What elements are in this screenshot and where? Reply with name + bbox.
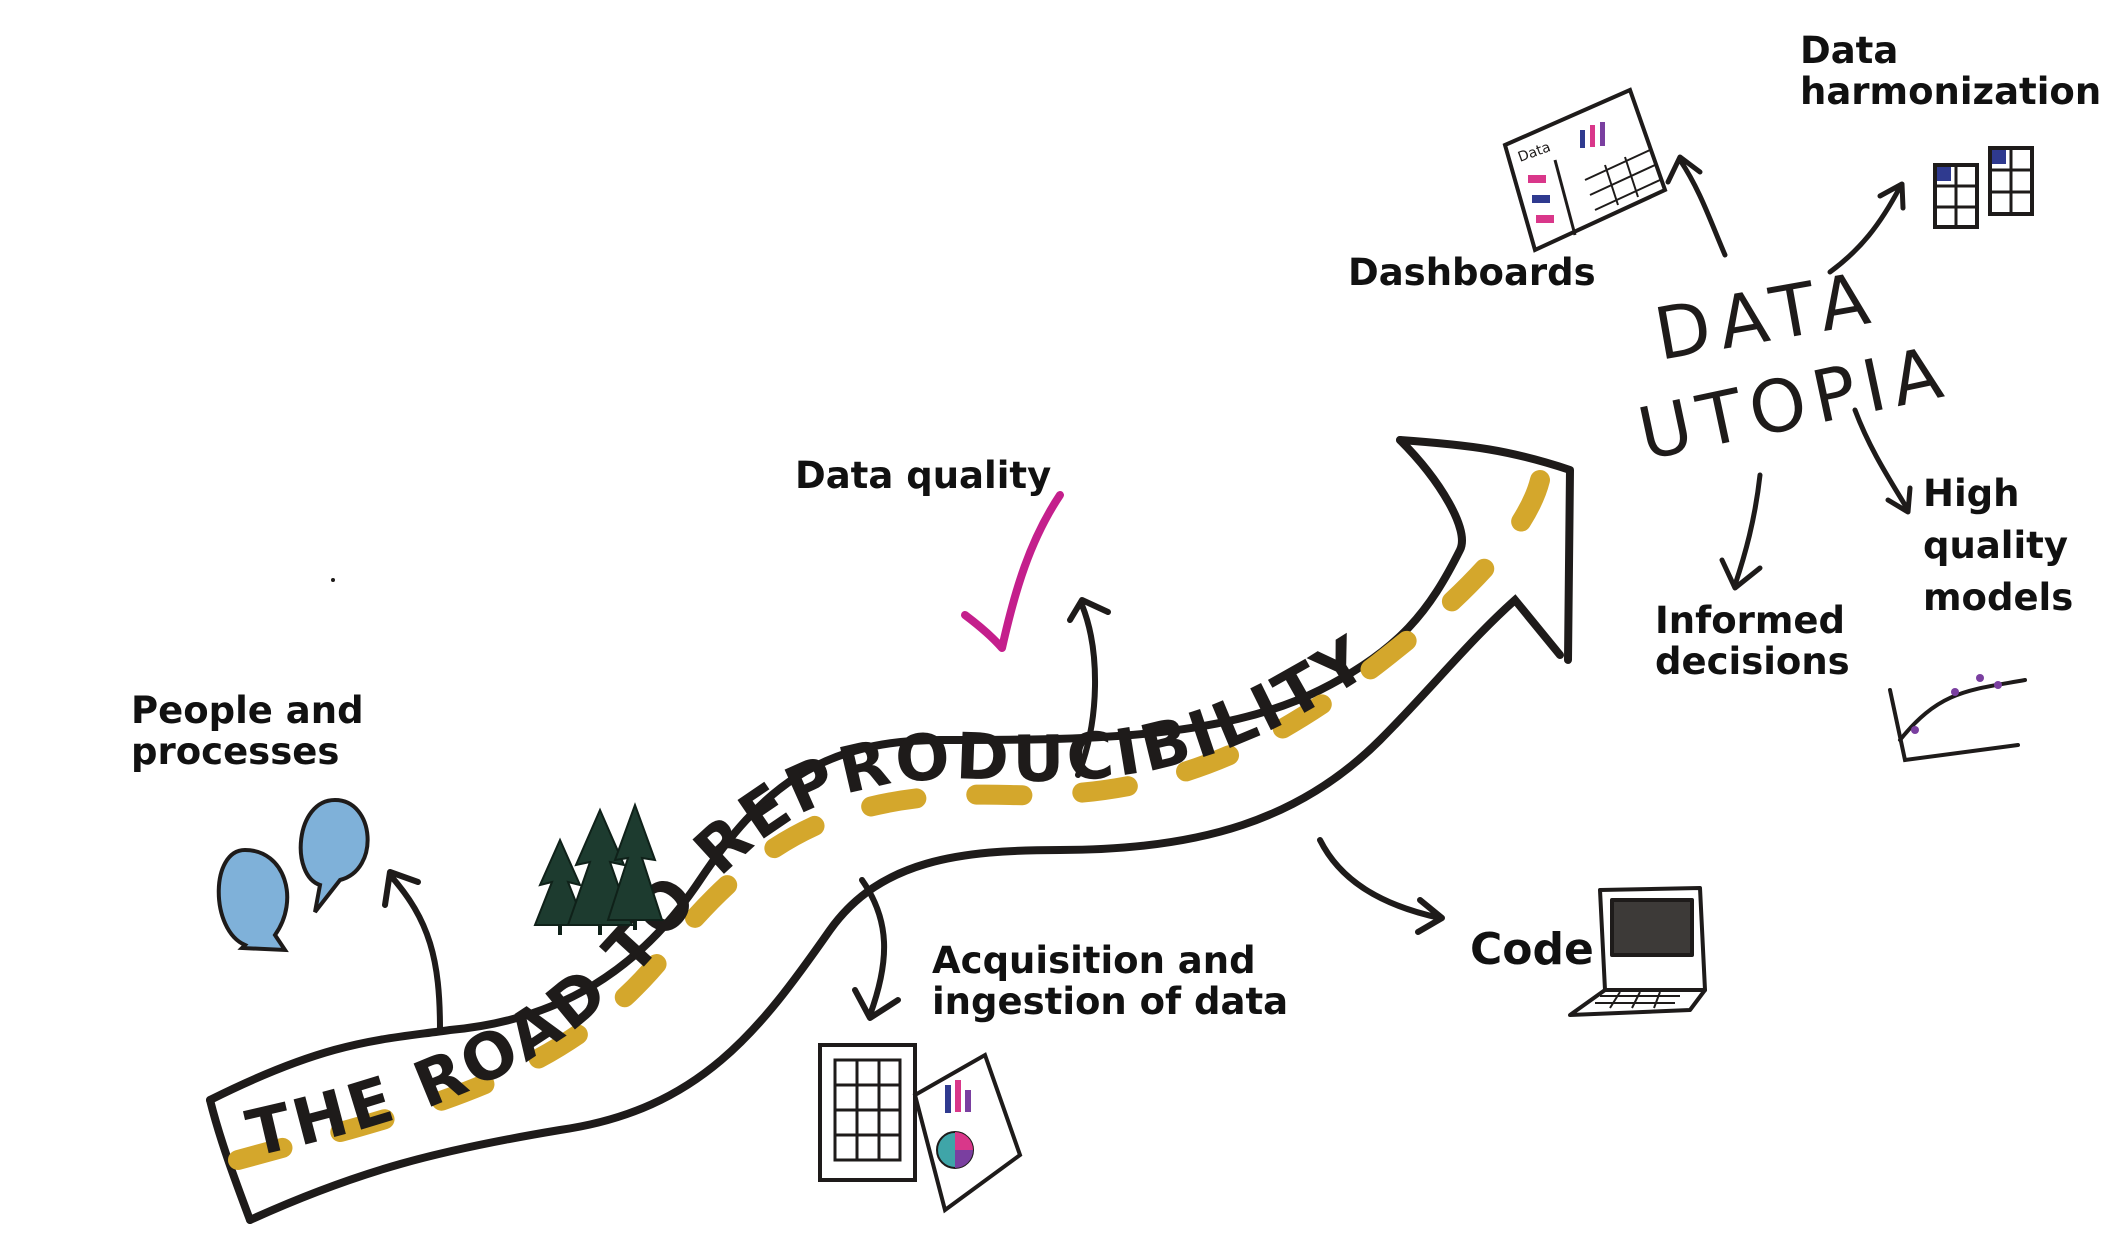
- label-harmonization: Data harmonization: [1800, 30, 2101, 113]
- label-high-quality-models: High quality models: [1923, 468, 2073, 623]
- report-icon: [912, 1052, 1023, 1214]
- dashboard-icon: Data: [1502, 87, 1668, 253]
- label-acquisition-line2: ingestion of data: [932, 980, 1289, 1024]
- arrow-to-decisions: [1719, 472, 1763, 591]
- road-arrowhead: [1396, 436, 1574, 664]
- label-harmonization-line1: Data: [1800, 29, 1899, 72]
- label-decisions-line2: decisions: [1655, 640, 1850, 684]
- label-acquisition: Acquisition and ingestion of data: [932, 940, 1288, 1023]
- road-ribbon: [206, 436, 1574, 1224]
- label-people-line2: processes: [131, 730, 340, 774]
- road-fill: [210, 440, 1560, 1220]
- label-models-line2: quality: [1923, 523, 2068, 567]
- grid-icon: [1933, 146, 2034, 229]
- arrow-to-people: [382, 869, 443, 1033]
- speech-bubbles-icon: [216, 797, 370, 953]
- arrow-to-dashboards: [1665, 154, 1728, 258]
- arrow-to-acquisition: [852, 877, 901, 1021]
- checkmark-icon: [961, 491, 1064, 652]
- data-utopia-title: DATA UTOPIA: [1631, 255, 1957, 477]
- arrow-to-harmonization: [1827, 181, 1906, 275]
- label-dashboards: Dashboards: [1348, 251, 1596, 294]
- label-decisions-line1: Informed: [1655, 599, 1846, 642]
- arrow-to-code: [1317, 837, 1445, 935]
- label-models-line3: models: [1923, 575, 2074, 619]
- label-data-quality: Data quality: [795, 454, 1052, 497]
- road-bottom-edge: [246, 594, 1564, 1224]
- spreadsheet-icon: [818, 1043, 917, 1182]
- chart-icon: [1888, 674, 2027, 763]
- road-top-edge: [206, 436, 1466, 1104]
- label-people-processes: People and processes: [131, 690, 364, 773]
- label-harmonization-line2: harmonization: [1800, 70, 2102, 114]
- label-code: Code: [1470, 924, 1594, 975]
- arrow-to-models: [1852, 407, 1913, 515]
- laptop-icon: [1568, 886, 1707, 1017]
- label-informed-decisions: Informed decisions: [1655, 600, 1850, 683]
- label-people-line1: People and: [131, 689, 364, 732]
- arrow-to-quality: [1067, 597, 1111, 778]
- label-models-line1: High: [1923, 472, 2020, 515]
- label-acquisition-line1: Acquisition and: [932, 939, 1256, 982]
- stray-dot: [331, 578, 335, 582]
- trees-icon: [533, 802, 664, 935]
